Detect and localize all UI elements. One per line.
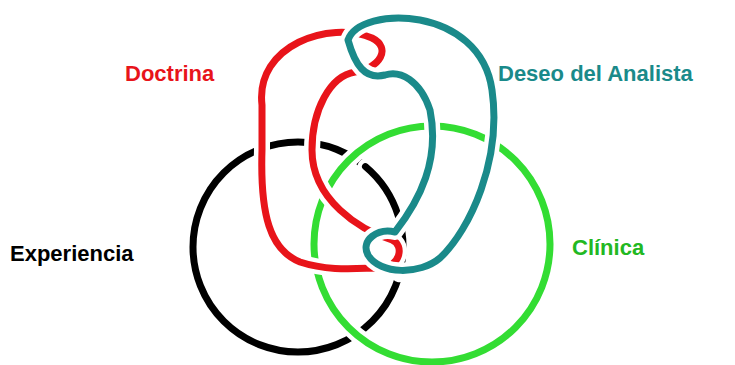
deseo-label: Deseo del Analista [498,62,693,86]
doctrina-label: Doctrina [125,62,214,86]
ring-halo [348,18,494,270]
deseo-ring [348,18,494,270]
experiencia-label: Experiencia [10,242,134,266]
clinica-label: Clínica [572,236,644,260]
